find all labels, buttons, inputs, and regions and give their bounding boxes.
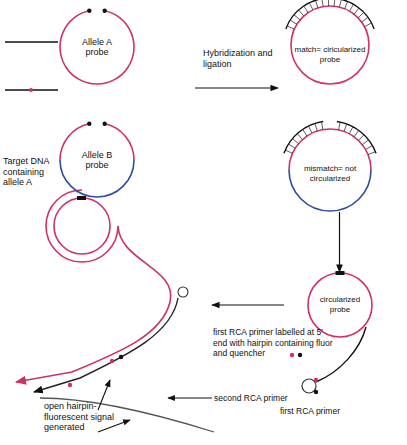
base-pair-tick	[309, 3, 313, 10]
target-strand	[284, 121, 323, 153]
probe-strand	[60, 11, 134, 84]
hairpin-loop	[178, 287, 188, 297]
fluor-dot	[68, 383, 72, 387]
base-pair-tick	[285, 150, 292, 153]
allele-mark	[29, 88, 33, 92]
base-pair-tick	[345, 1, 348, 8]
hairpin-loop	[302, 379, 316, 393]
process-arrow	[195, 87, 278, 88]
base-pair-tick	[344, 124, 347, 132]
probe-strand	[291, 6, 369, 84]
probe-end	[102, 9, 106, 13]
primer-strand	[316, 327, 366, 382]
annotation-text: open hairpin- fluorescent signal generat…	[44, 401, 124, 433]
base-pair-tick	[315, 123, 317, 131]
quencher-dot	[119, 355, 123, 359]
flow-arrow	[339, 212, 340, 272]
target-strand	[337, 121, 376, 153]
annotation-text: second RCA primer	[214, 393, 304, 404]
base-pair-tick	[368, 152, 375, 155]
target-strand	[286, 0, 374, 29]
base-pair-tick	[328, 0, 329, 6]
probe-label: circularized probe	[314, 295, 366, 315]
probe-label: Allele B probe	[75, 150, 119, 170]
base-pair-tick	[315, 0, 317, 8]
base-pair-tick	[362, 17, 368, 22]
base-pair-tick	[339, 0, 341, 7]
base-pair-tick	[322, 0, 323, 7]
base-pair-tick	[350, 4, 354, 11]
base-pair-tick	[349, 127, 353, 134]
rca-product-strand	[16, 190, 171, 382]
base-pair-tick	[299, 10, 304, 16]
base-pair-tick	[297, 134, 302, 140]
base-pair-tick	[334, 0, 336, 6]
probe-circle: mismatch= not circularized	[288, 128, 372, 212]
template-circle	[54, 198, 110, 254]
base-pair-tick	[339, 122, 341, 130]
pointer-arrow	[168, 397, 212, 398]
base-pair-tick	[358, 135, 364, 141]
process-arrow	[212, 304, 284, 305]
base-pair-tick	[364, 23, 371, 27]
fluor-dot	[314, 378, 318, 382]
annotation-text: Hybridization and ligation	[203, 48, 287, 69]
annotation-text: first RCA primer labelled at 5' end with…	[213, 327, 337, 359]
probe-strand	[289, 129, 371, 170]
base-pair-tick	[321, 122, 322, 130]
base-pair-tick	[309, 126, 313, 133]
base-pair-tick	[294, 15, 300, 20]
ligation-mark	[77, 196, 86, 200]
third-strand	[40, 398, 214, 432]
probe-circle: match= ciricularized probe	[290, 5, 370, 85]
target-dna-strand	[5, 41, 58, 42]
base-pair-tick	[292, 139, 298, 144]
ligation-mark	[336, 271, 345, 275]
annotation-text: Target DNA containing allele A	[3, 156, 59, 188]
probe-label: match= ciricularized probe	[293, 45, 367, 65]
probe-circle: Allele B probe	[59, 122, 135, 198]
base-pair-tick	[304, 6, 308, 13]
pointer-arrow	[98, 380, 110, 410]
base-pair-tick	[303, 129, 307, 136]
base-pair-tick	[354, 8, 359, 14]
base-pair-tick	[366, 146, 373, 150]
base-pair-tick	[290, 20, 297, 24]
probe-end	[102, 122, 106, 126]
base-pair-tick	[362, 140, 368, 145]
base-pair-tick	[287, 26, 294, 29]
fluor-dot	[290, 353, 294, 357]
fluor-dot	[110, 359, 114, 363]
quencher-dot	[298, 353, 302, 357]
probe-circle: Allele A probe	[59, 9, 135, 85]
second-strand	[34, 298, 178, 392]
probe-label: Allele A probe	[75, 37, 119, 57]
probe-label: mismatch= not circularized	[297, 164, 363, 184]
base-pair-tick	[288, 144, 295, 148]
quencher-dot	[314, 390, 318, 394]
annotation-text: first RCA primer	[280, 406, 370, 417]
pointer-arrow	[98, 420, 130, 432]
probe-end	[87, 9, 91, 13]
base-pair-tick	[358, 12, 364, 18]
probe-end	[87, 122, 91, 126]
base-pair-tick	[354, 130, 359, 136]
